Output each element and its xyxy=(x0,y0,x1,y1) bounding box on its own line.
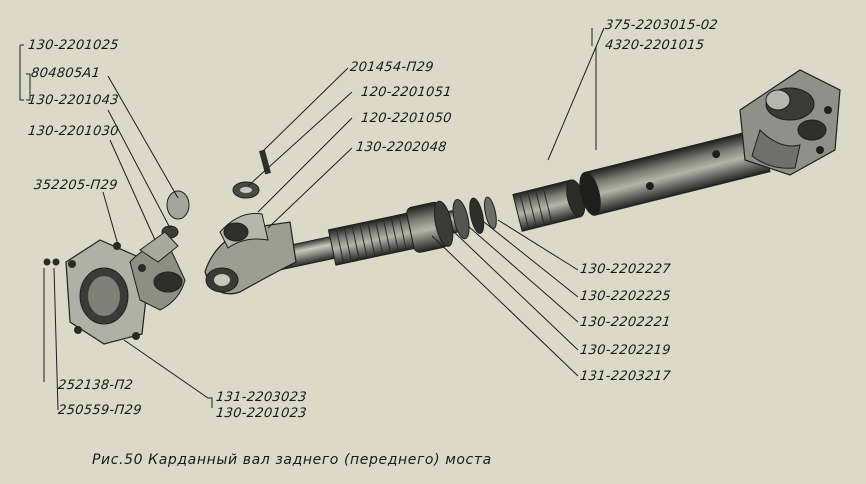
figure-caption: Рис.50 Карданный вал заднего (переднего)… xyxy=(92,452,492,468)
label-131-2203023: 131-2203023 xyxy=(215,390,308,405)
label-120-2201051: 120-2201051 xyxy=(360,85,453,100)
label-130-2201043: 130-2201043 xyxy=(27,93,120,108)
label-131-2203217: 131-2203217 xyxy=(579,369,672,384)
label-252138-p2: 252138-П2 xyxy=(57,378,134,393)
leader-lines xyxy=(19,27,605,411)
label-130-2202221: 130-2202221 xyxy=(579,315,672,330)
label-4320-2201015: 4320-2201015 xyxy=(604,38,706,53)
label-250559-p29: 250559-П29 xyxy=(57,403,143,418)
front-shaft xyxy=(270,196,497,272)
label-352205-p29: 352205-П29 xyxy=(33,178,119,193)
flange-yoke xyxy=(43,231,186,345)
small-parts xyxy=(161,149,272,239)
label-130-2202227: 130-2202227 xyxy=(579,262,672,277)
label-130-2202219: 130-2202219 xyxy=(579,343,672,358)
label-130-2201025: 130-2201025 xyxy=(27,38,120,53)
sliding-yoke xyxy=(204,212,297,295)
label-130-2202225: 130-2202225 xyxy=(579,289,672,304)
label-804805a1: 804805А1 xyxy=(30,66,101,81)
label-120-2201050: 120-2201050 xyxy=(360,111,453,126)
label-130-2202048: 130-2202048 xyxy=(355,140,448,155)
label-375-2203015-02: 375-2203015-02 xyxy=(604,18,719,33)
rear-universal-joint xyxy=(739,69,841,176)
rear-tube xyxy=(512,128,771,232)
label-130-2201030: 130-2201030 xyxy=(27,124,120,139)
label-130-2201023: 130-2201023 xyxy=(215,406,308,421)
label-201454-p29: 201454-П29 xyxy=(349,60,435,75)
